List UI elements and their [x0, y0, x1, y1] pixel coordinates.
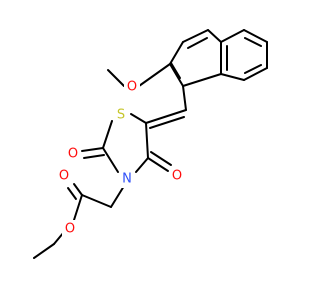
- atom-ester-oxygen: O: [62, 220, 78, 238]
- molecule-structure: O S O N O O O: [33, 29, 268, 259]
- bond-n-c4: [135, 157, 149, 173]
- molecule-diagram: O S O N O O O: [33, 29, 268, 259]
- bond-s-c2: [102, 120, 113, 149]
- bond-c-ester-o: [73, 194, 83, 221]
- bond-c-ester-o-carbonyl: [73, 183, 83, 196]
- bond-c5-s: [130, 113, 147, 124]
- bond-c4-c5: [145, 122, 149, 159]
- bond-c5-c6-double: [244, 37, 262, 47]
- bond-c1-c2: [169, 63, 184, 87]
- bond-c2-o-double: [83, 154, 105, 159]
- bond-ch2-c-ester: [81, 194, 112, 208]
- bond-c4-o-double: [150, 151, 172, 166]
- carbonyl-oxygen-c4-label: O: [172, 169, 182, 184]
- bonds: [33, 29, 268, 259]
- ester-oxygen-label: O: [65, 222, 75, 237]
- bond-c2-o-methoxy: [138, 63, 171, 87]
- bond-c3-c4-double: [187, 37, 208, 49]
- bond-c4a-c5: [220, 29, 245, 43]
- bond-c2-c3: [169, 41, 184, 65]
- atom-thio-sulfur: S: [113, 106, 129, 124]
- bond-c2-n: [102, 147, 119, 173]
- atom-labels: O S O N O O O: [56, 78, 185, 238]
- bond-c7-c8-double: [244, 64, 262, 74]
- bond-c1-c2-double: [170, 62, 181, 79]
- bond-ch-c5-ring-double: [149, 116, 185, 129]
- ring-nitrogen-label: N: [122, 172, 132, 187]
- bond-c7-c8: [243, 67, 268, 81]
- bond-c-ester-o-carbonyl-double: [67, 187, 77, 200]
- methoxy-oxygen-label: O: [127, 80, 137, 95]
- carbonyl-oxygen-c2-label: O: [68, 147, 78, 162]
- bond-c4-c4a: [207, 29, 222, 43]
- bond-c2-o: [81, 147, 104, 152]
- bond-c3-c4: [182, 29, 209, 43]
- bond-ch-c5-ring: [145, 109, 187, 124]
- bond-c8-c8a: [220, 73, 245, 81]
- atom-carbonyl-oxygen-c4: O: [169, 167, 185, 185]
- atom-methoxy-oxygen: O: [124, 78, 140, 96]
- bond-c4-o: [147, 157, 169, 172]
- bond-c5-c6: [243, 29, 268, 43]
- bond-ch2-ch3-ethyl: [33, 243, 55, 259]
- atom-carbonyl-oxygen-c2: O: [65, 145, 81, 163]
- atom-ester-carbonyl-oxygen: O: [56, 167, 72, 185]
- bond-c8a-c1: [182, 73, 222, 87]
- bond-c1-ch: [182, 85, 187, 111]
- ester-carbonyl-oxygen-label: O: [59, 169, 69, 184]
- atom-ring-nitrogen: N: [119, 170, 135, 188]
- thio-sulfur-label: S: [117, 108, 125, 123]
- bond-o-ch3: [107, 69, 125, 87]
- bond-n-ch2: [110, 185, 125, 208]
